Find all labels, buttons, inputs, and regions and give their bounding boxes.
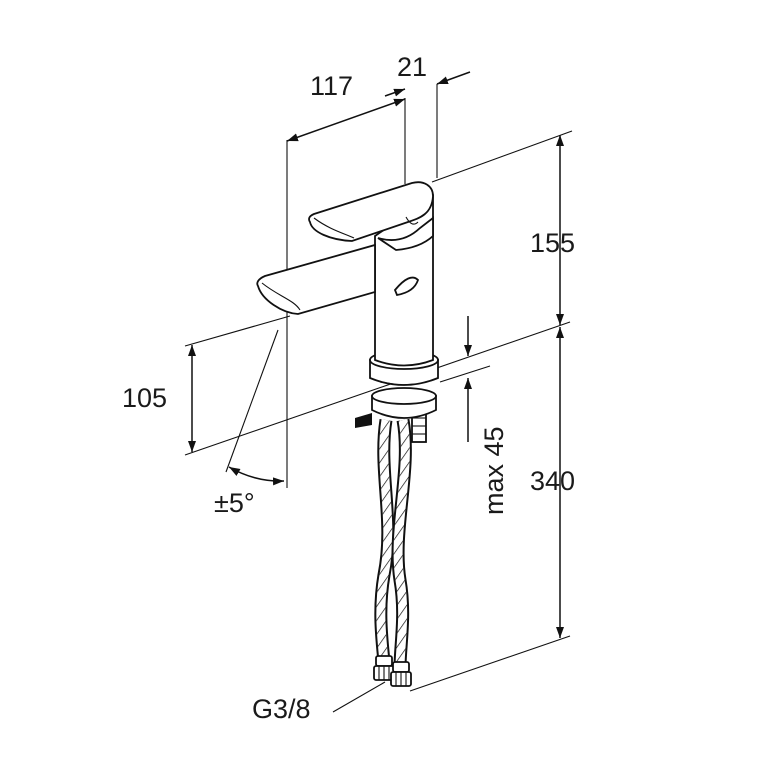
dimension-arrows <box>188 71 564 713</box>
faucet <box>256 181 439 687</box>
reference-lines <box>184 84 573 692</box>
label-thread: G3/8 <box>252 694 311 724</box>
spout <box>256 243 376 315</box>
label-117: 117 <box>310 71 353 101</box>
labels: 117 21 155 105 340 max 45 ±5° G3/8 <box>122 52 575 724</box>
hose-fittings <box>373 655 412 687</box>
label-155: 155 <box>530 228 575 258</box>
label-swivel: ±5° <box>214 488 255 518</box>
label-21: 21 <box>397 52 427 82</box>
lever-handle <box>308 181 434 242</box>
label-105: 105 <box>122 383 167 413</box>
label-340: 340 <box>530 466 575 496</box>
label-max-45: max 45 <box>479 426 509 515</box>
